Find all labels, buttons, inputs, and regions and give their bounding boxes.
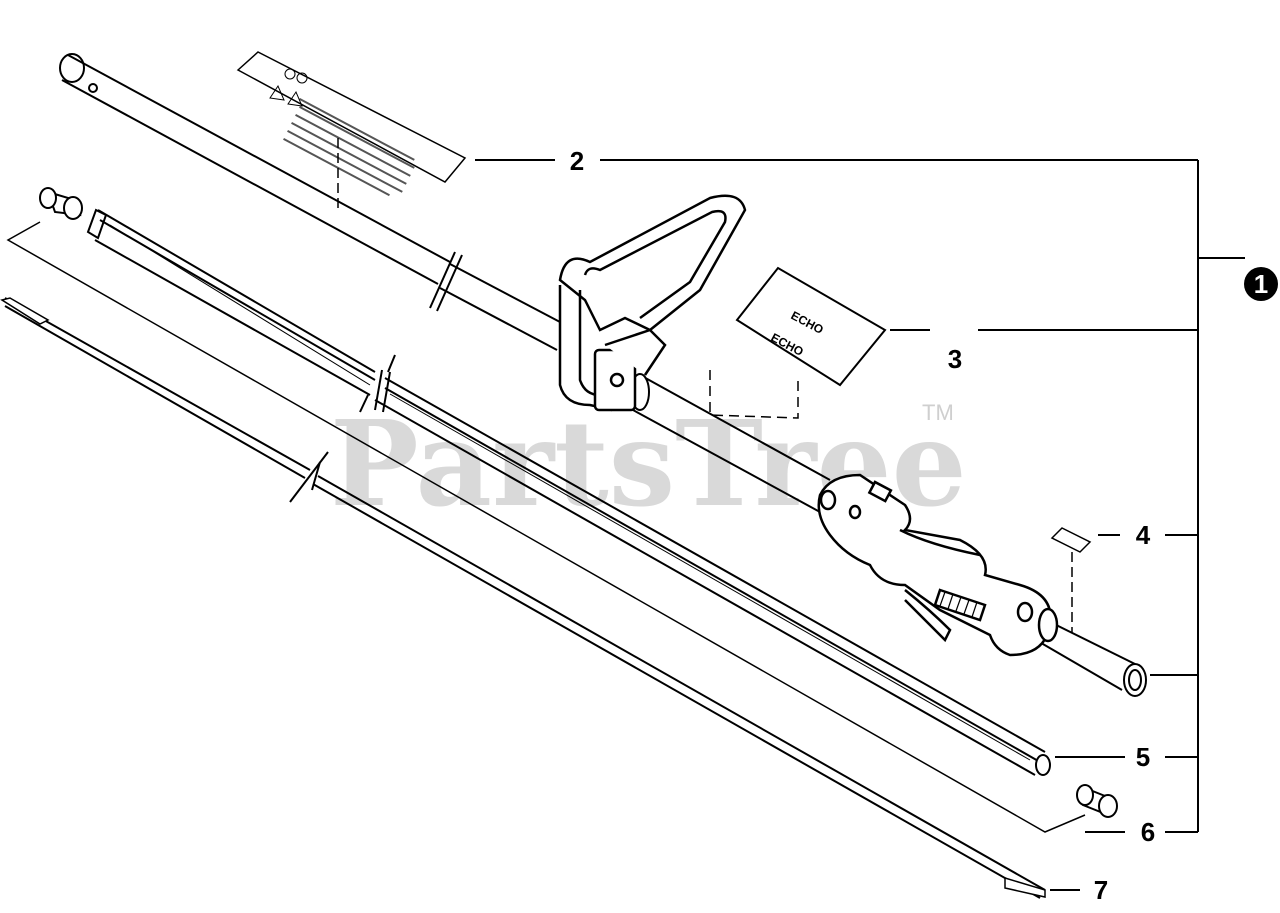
callout-2[interactable]: 2 xyxy=(570,146,584,176)
bushing-leader-lines xyxy=(6,221,1086,833)
callout-6[interactable]: 6 xyxy=(1141,817,1155,847)
assembly-badge-number: 1 xyxy=(1254,269,1268,299)
callout-leaders xyxy=(475,159,1245,891)
callout-5[interactable]: 5 xyxy=(1136,742,1150,772)
bushing-left[interactable] xyxy=(39,187,83,220)
echo-decal[interactable]: ECHO ECHO xyxy=(709,266,887,419)
watermark-trademark: TM xyxy=(922,400,954,425)
inner-liner[interactable] xyxy=(86,208,1051,776)
assembly-badge[interactable]: 1 xyxy=(1244,267,1278,301)
callout-3[interactable]: 3 xyxy=(948,344,962,374)
small-label[interactable] xyxy=(1050,527,1092,632)
safety-decal[interactable] xyxy=(236,51,467,212)
drive-shaft[interactable] xyxy=(0,297,1046,899)
bushing-right[interactable] xyxy=(1076,784,1118,818)
loop-handle[interactable] xyxy=(558,194,747,412)
callout-4[interactable]: 4 xyxy=(1136,520,1151,550)
callout-7[interactable]: 7 xyxy=(1094,875,1108,905)
rear-grip[interactable] xyxy=(817,473,1059,657)
